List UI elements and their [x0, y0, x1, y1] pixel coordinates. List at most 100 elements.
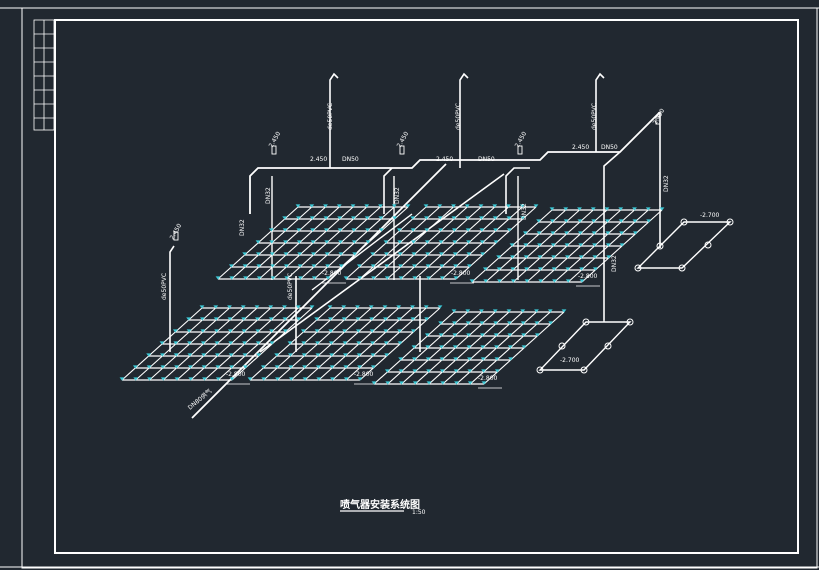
sprinkler-head: [200, 317, 205, 321]
elev-riser-d: 2.450: [652, 107, 667, 126]
sprinkler-head: [524, 267, 529, 271]
sprinkler-head: [537, 267, 543, 271]
sprinkler-head: [187, 341, 192, 345]
sprinkler-head: [351, 216, 356, 220]
sprinkler-head: [302, 377, 308, 381]
sprinkler-head: [365, 240, 371, 244]
sprinkler-head: [451, 228, 457, 232]
sprinkler-head: [397, 341, 403, 345]
sprinkler-head: [439, 252, 444, 256]
sprinkler-head: [454, 381, 459, 385]
sprinkler-head: [424, 317, 430, 321]
sprinkler-head: [522, 231, 528, 235]
sprinkler-head: [343, 276, 349, 280]
sprinkler-head: [452, 252, 458, 256]
sprinkler-head: [411, 252, 417, 256]
v-label-3: DN32: [394, 187, 401, 204]
sprinkler-head: [592, 267, 598, 271]
sprinkler-head: [241, 329, 247, 333]
sprinkler-head: [496, 267, 502, 271]
elev-top-3: 2.450: [572, 144, 589, 151]
sprinkler-head: [283, 264, 289, 268]
valve-mark: [173, 231, 179, 241]
sprinkler-head: [577, 219, 583, 223]
sprinkler-head: [351, 228, 357, 232]
sprinkler-head: [563, 207, 569, 211]
sprinkler-head: [227, 329, 233, 333]
sprinkler-head: [328, 317, 333, 321]
sprinkler-head: [479, 321, 485, 325]
sprinkler-head: [467, 369, 473, 373]
elev-grid-5: -2.800: [354, 371, 374, 378]
sprinkler-head: [215, 365, 221, 369]
sprinkler-head: [523, 243, 529, 247]
tray-nozzle: [536, 366, 544, 374]
sprinkler-head: [343, 377, 349, 381]
elev-riser-b: 2.450: [396, 130, 411, 149]
sprinkler-head: [536, 219, 542, 223]
sprinkler-head: [159, 341, 165, 345]
sprinkler-head: [284, 276, 290, 280]
elevation-labels: 2.450 2.450 2.450 2.450 2.450 2.450 2.45…: [169, 107, 720, 382]
sprinkler-head: [481, 381, 487, 385]
sprinkler-head: [355, 329, 361, 333]
sprinkler-head: [439, 264, 445, 268]
sprinkler-head: [577, 207, 582, 211]
sprinkler-head: [604, 207, 610, 211]
sprinkler-head: [352, 252, 358, 256]
sprinkler-head: [384, 276, 390, 280]
sprinkler-head: [533, 204, 539, 208]
sprinkler-head: [160, 377, 166, 381]
pvc-label-2: de50PVC: [455, 103, 462, 130]
sprinkler-head: [492, 216, 498, 220]
pvc-label-1: de50PVC: [327, 103, 334, 130]
supply-diagonal-1: [191, 163, 447, 419]
sprinkler-head: [521, 333, 526, 337]
valve-mark: [517, 145, 523, 155]
sprinkler-head: [310, 228, 315, 232]
sprinkler-head: [392, 216, 398, 220]
sprinkler-head: [605, 243, 611, 247]
sprinkler-head: [146, 353, 152, 357]
sprinkler-head: [370, 353, 376, 357]
tray-nozzle: [704, 241, 712, 249]
sprinkler-head: [424, 216, 429, 220]
elev-riser-c: 2.450: [514, 130, 529, 149]
sprinkler-head: [521, 345, 527, 349]
sprinkler-head: [242, 264, 248, 268]
sprinkler-head: [410, 216, 416, 220]
sprinkler-head: [438, 228, 443, 232]
title-text: 喷气器安装系统图: [340, 498, 420, 511]
sprinkler-head: [439, 369, 445, 373]
sprinkler-head: [288, 377, 294, 381]
sprinkler-head: [215, 353, 220, 357]
sprinkler-head: [492, 309, 498, 313]
sprinkler-head: [378, 228, 384, 232]
sprinkler-head: [147, 377, 152, 381]
sprinkler-head: [370, 264, 376, 268]
sprinkler-head: [506, 204, 511, 208]
sprinkler-head: [356, 353, 362, 357]
sprinkler-head: [214, 341, 220, 345]
sprinkler-head: [453, 264, 458, 268]
sprinkler-head: [466, 252, 472, 256]
sprinkler-head: [579, 267, 584, 271]
sprinkler-head: [565, 267, 571, 271]
sprinkler-head: [467, 381, 473, 385]
sprinkler-head: [646, 219, 652, 223]
sprinkler-head: [256, 276, 262, 280]
sprinkler-head: [453, 369, 459, 373]
sprinkler-head: [465, 309, 471, 313]
sprinkler-head: [383, 240, 389, 244]
sprinkler-head: [256, 252, 261, 256]
sprinkler-head: [438, 240, 444, 244]
sprinkler-head: [282, 305, 287, 309]
sprinkler-head: [494, 345, 499, 349]
sprinkler-head: [520, 309, 526, 313]
sprinkler-head: [227, 317, 233, 321]
tray-nozzle: [580, 366, 588, 374]
sprinkler-head: [507, 345, 513, 349]
tray-nozzle: [726, 218, 734, 226]
revision-block: [33, 19, 55, 131]
sprinkler-head: [411, 264, 417, 268]
